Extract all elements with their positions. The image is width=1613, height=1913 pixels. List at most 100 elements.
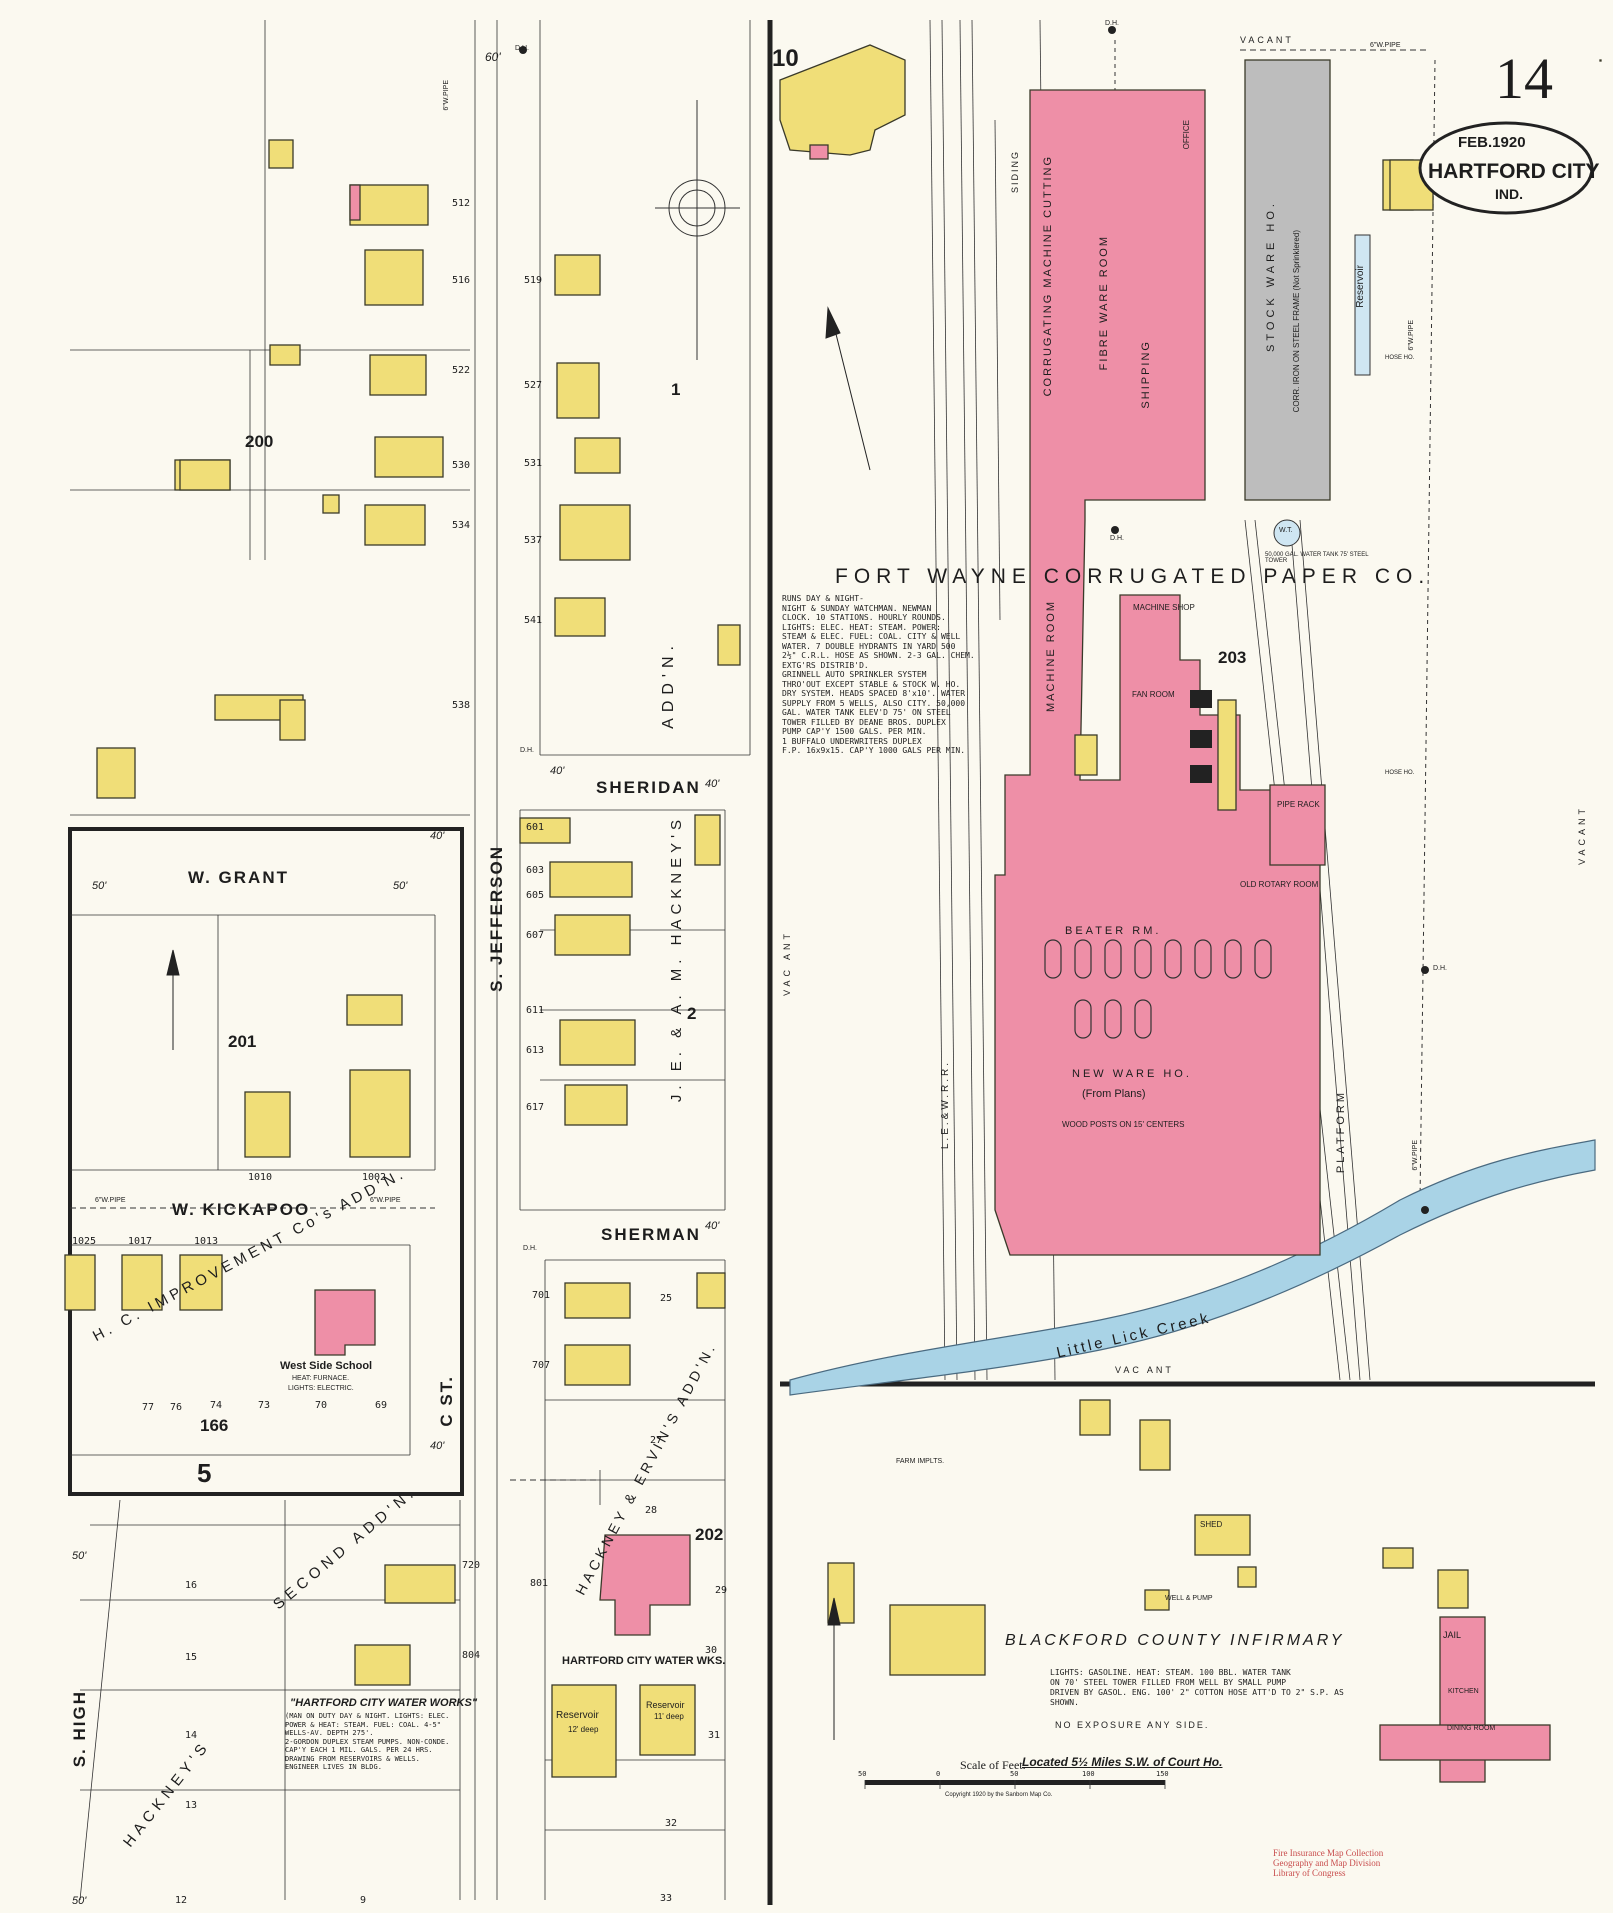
street-s-high: S. HIGH	[70, 1690, 89, 1768]
scale-tick-3: 100	[1082, 1770, 1095, 1778]
factory-complex	[994, 59, 1371, 1256]
hackneys-am-addn: J. E. & A. M. HACKNEY'S	[668, 815, 685, 1103]
infirmary-name: BLACKFORD COUNTY INFIRMARY	[1005, 1632, 1345, 1649]
room-corrugating: CORRUGATING MACHINE CUTTING	[1042, 155, 1054, 397]
sheet-number: 14	[1495, 46, 1553, 111]
scale-tick-4: 150	[1156, 1770, 1169, 1778]
addr-512: 512	[452, 198, 471, 209]
street-c-st: C ST.	[437, 1375, 456, 1427]
infirmary-kitchen: KITCHEN	[1448, 1688, 1479, 1695]
lot-28: 28	[645, 1505, 658, 1516]
sheet-state: IND.	[1495, 186, 1523, 202]
stock-ware-house	[1244, 59, 1331, 501]
hose-1: HOSE HO.	[1385, 355, 1415, 361]
stock-ware-note: CORR. IRON ON STEEL FRAME (Not Sprinkler…	[1292, 230, 1301, 413]
residential-buildings	[64, 139, 741, 1778]
dim-40-3: 40'	[705, 778, 720, 790]
dim-60: 60'	[485, 50, 501, 64]
scale-tick-0: 50	[858, 1770, 867, 1778]
addr-519: 519	[524, 275, 543, 286]
platform-bldg	[1217, 699, 1237, 811]
addr-607: 607	[526, 930, 545, 941]
addr-538: 538	[452, 700, 471, 711]
block-1: 1	[671, 380, 681, 399]
lot-76: 76	[170, 1402, 183, 1413]
addr-601: 601	[526, 822, 545, 833]
block-203: 203	[1218, 648, 1247, 667]
addr-801: 801	[530, 1578, 549, 1589]
addr-1017: 1017	[128, 1236, 153, 1247]
addr-603: 603	[526, 865, 545, 876]
addr-516: 516	[452, 275, 471, 286]
lot-9: 9	[360, 1895, 367, 1906]
pipe-label-6: 6"W.PIPE	[1412, 1140, 1419, 1171]
vacant-right: VACANT	[1577, 805, 1587, 865]
addr-613: 613	[526, 1045, 545, 1056]
from-plans-label: (From Plans)	[1082, 1088, 1146, 1100]
addr-541: 541	[524, 615, 543, 626]
addr-1010: 1010	[248, 1172, 273, 1183]
pipe-label-2: 6"W.PIPE	[95, 1197, 126, 1204]
stock-ware-label: STOCK WARE HO.	[1265, 200, 1277, 352]
pipe-rack-bldg	[1269, 784, 1326, 866]
pipe-label-5: 6"W.PIPE	[1408, 320, 1415, 351]
copyright: Copyright 1920 by the Sanborn Map Co.	[945, 1792, 1053, 1798]
vacant-creek: VAC ANT	[1115, 1365, 1174, 1375]
lot-13: 13	[185, 1800, 198, 1811]
school-lights: LIGHTS: ELECTRIC.	[288, 1385, 354, 1392]
pipe-label-3: 6"W.PIPE	[370, 1197, 401, 1204]
lot-77: 77	[142, 1402, 155, 1413]
addr-1002: 1002	[362, 1172, 387, 1183]
lot-30: 30	[705, 1645, 718, 1656]
addr-531: 531	[524, 458, 543, 469]
railroad-label: L.E.&W.R.R.	[940, 1060, 951, 1150]
lot-32: 32	[665, 1818, 678, 1829]
waterworks-title: "HARTFORD CITY WATER WORKS"	[290, 1697, 478, 1709]
infirmary-exposure: NO EXPOSURE ANY SIDE.	[1055, 1720, 1210, 1730]
block-10: 10	[772, 45, 799, 72]
sheet-date: FEB.1920	[1458, 134, 1526, 151]
room-machine: MACHINE ROOM	[1045, 600, 1057, 712]
dim-40-1: 40'	[430, 830, 445, 842]
reservoir1-label: Reservoir	[556, 1710, 599, 1721]
lot-15: 15	[185, 1652, 198, 1663]
room-fan: FAN ROOM	[1132, 690, 1175, 699]
water-tower-label: W.T.	[1279, 527, 1293, 534]
addr-720: 720	[462, 1560, 481, 1571]
street-s-jefferson: S. JEFFERSON	[487, 845, 506, 992]
waterworks-label: HARTFORD CITY WATER WKS.	[562, 1655, 726, 1667]
lot-73: 73	[258, 1400, 271, 1411]
dh-1: D.H.	[515, 45, 529, 52]
north-arrows	[166, 306, 871, 1740]
boiler-1	[1190, 690, 1212, 708]
scale-tick-2: 50	[1010, 1770, 1019, 1778]
boiler-3	[1190, 765, 1212, 783]
wood-posts-label: WOOD POSTS ON 15' CENTERS	[1062, 1120, 1185, 1129]
factory-reservoir	[1354, 234, 1371, 376]
infirmary-well-pump: WELL & PUMP	[1165, 1595, 1213, 1602]
beater-room-label: BEATER RM.	[1065, 925, 1162, 937]
lot-16: 16	[185, 1580, 198, 1591]
title-oval	[1418, 121, 1594, 215]
lot-69: 69	[375, 1400, 388, 1411]
infirmary-shed: SHED	[1200, 1520, 1223, 1529]
dh-3: D.H.	[1110, 535, 1124, 542]
dh-6: D.H.	[523, 1245, 537, 1252]
compass-rose	[655, 100, 740, 360]
loc-stamp: Fire Insurance Map Collection Geography …	[1273, 1848, 1384, 1878]
vacant-top: VACANT	[1240, 35, 1294, 45]
factory-notes: RUNS DAY & NIGHT- NIGHT & SUNDAY WATCHMA…	[782, 594, 975, 755]
block-5: 5	[197, 1458, 212, 1488]
street-sheridan: SHERIDAN	[596, 778, 701, 797]
factory-reservoir-label: Reservoir	[1355, 265, 1366, 308]
lot-12: 12	[175, 1895, 188, 1906]
pipe-rack-label: PIPE RACK	[1277, 800, 1320, 809]
dh-5: D.H.	[520, 747, 534, 754]
addr-1013: 1013	[194, 1236, 219, 1247]
school-name: West Side School	[280, 1360, 373, 1372]
dh-2: D.H.	[1105, 20, 1119, 27]
addr-617: 617	[526, 1102, 545, 1113]
addr-804: 804	[462, 1650, 481, 1661]
dim-40-5: 40'	[705, 1220, 720, 1232]
